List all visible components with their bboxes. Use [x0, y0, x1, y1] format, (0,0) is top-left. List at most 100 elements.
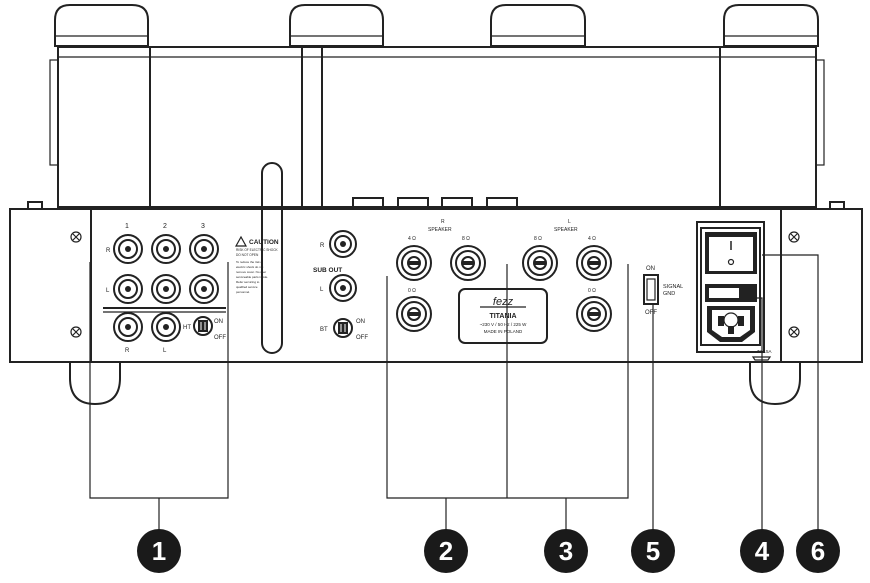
caution-body-line: electric shock do not [236, 265, 264, 269]
gnd-on-label: ON [646, 266, 655, 272]
rca-jack[interactable] [151, 312, 181, 342]
rca-jack[interactable] [189, 234, 219, 264]
rear-handle [261, 162, 283, 354]
caution-body-line: serviceable parts inside. [236, 275, 268, 279]
power-module [696, 221, 765, 353]
made-in: MADE IN POLAND [484, 329, 523, 334]
speaker-ohm-label: 0 Ω [588, 288, 596, 294]
brand-plate: fezz TITANIA ~230 V / 50 Hz / 225 W MADE… [458, 288, 548, 344]
feet [69, 362, 801, 406]
callout-3-number: 3 [559, 536, 573, 566]
speaker-terminal[interactable] [396, 245, 432, 281]
gnd-label-1: SIGNAL [663, 284, 683, 290]
left-speaker-terminals: L SPEAKER 8 Ω 4 Ω 0 Ω [522, 219, 612, 332]
caution-title: CAUTION [249, 239, 279, 246]
speaker-ohm-label: 4 Ω [408, 236, 416, 242]
panel-screws [70, 231, 800, 338]
callout-5-number: 5 [646, 536, 660, 566]
caution-label: CAUTION RISK OF ELECTRIC SHOCK DO NOT OP… [234, 235, 279, 294]
speaker-ohm-label: 8 Ω [534, 236, 542, 242]
rca-jack[interactable] [151, 274, 181, 304]
speaker-ohm-label: 8 Ω [462, 236, 470, 242]
speaker-ohm-label: 4 Ω [588, 236, 596, 242]
model-name: TITANIA [489, 313, 516, 320]
caution-line-2: DO NOT OPEN [236, 253, 259, 257]
speaker-ohm-label: 0 Ω [408, 288, 416, 294]
rca-jack[interactable] [113, 234, 143, 264]
callout-4: 4 [740, 529, 784, 573]
ht-switch[interactable] [193, 316, 213, 336]
subout-l-label: L [320, 287, 324, 293]
rca-jack[interactable] [189, 274, 219, 304]
speaker-l-word: SPEAKER [554, 227, 578, 233]
caution-line-1: RISK OF ELECTRIC SHOCK [236, 248, 278, 252]
callout-6-number: 6 [811, 536, 825, 566]
subout-label: SUB OUT [313, 267, 342, 274]
ht-on-label: ON [214, 319, 223, 325]
caution-body-line: To reduce the risk of [236, 260, 263, 264]
ht-off-label: OFF [214, 335, 226, 341]
subout-r-label: R [320, 243, 325, 249]
input-row-label: L [106, 288, 110, 294]
caution-body-line: remove cover. No user [236, 270, 266, 274]
speaker-r-title: R [441, 219, 445, 225]
gnd-label-2: GND [663, 291, 675, 297]
fuse-rating: T3.15A [757, 349, 772, 354]
callout-2-number: 2 [439, 536, 453, 566]
brand-logo: fezz [493, 296, 514, 308]
top-corner-screws [27, 201, 845, 209]
speaker-terminal[interactable] [450, 245, 486, 281]
input-bottom-label: L [163, 348, 167, 354]
bt-switch[interactable] [333, 318, 353, 338]
tube-1 [54, 4, 149, 47]
input-bottom-label: R [125, 348, 130, 354]
input-col-label: 2 [163, 223, 167, 230]
transformer-right [719, 46, 825, 208]
subout-jack-l[interactable] [329, 274, 357, 302]
caution-body-line: qualified service [236, 285, 258, 289]
rca-jack[interactable] [113, 312, 143, 342]
bt-on-label: ON [356, 319, 365, 325]
right-speaker-terminals: R SPEAKER 4 Ω 8 Ω 0 Ω [396, 219, 486, 332]
iec-power-inlet[interactable] [707, 306, 755, 342]
callout-1: 1 [137, 529, 181, 573]
signal-gnd-section: ON SIGNAL GND OFF [643, 266, 683, 316]
input-col-label: 3 [201, 223, 205, 230]
callout-leaders [89, 254, 819, 530]
tube-4 [723, 4, 819, 47]
fuse-holder[interactable] [705, 284, 757, 302]
power-spec: ~230 V / 50 Hz / 225 W [480, 322, 527, 327]
fuse-label-mark [751, 356, 772, 361]
speaker-terminal[interactable] [576, 296, 612, 332]
speaker-terminal[interactable] [396, 296, 432, 332]
rca-inputs: 1 2 3 R L R L HT ON OFF [103, 223, 226, 354]
transformer-center [149, 46, 721, 208]
input-row-label: R [106, 248, 111, 254]
rca-jack[interactable] [113, 274, 143, 304]
signal-gnd-switch[interactable] [643, 274, 659, 305]
subout-jack-r[interactable] [329, 230, 357, 258]
input-col-label: 1 [125, 223, 129, 230]
bt-off-label: OFF [356, 335, 368, 341]
caution-body-line: Refer servicing to [236, 280, 260, 284]
ht-label: HT [183, 325, 191, 331]
rca-jack[interactable] [151, 234, 181, 264]
tube-2 [289, 4, 384, 47]
callout-5: 5 [631, 529, 675, 573]
callout-6: 6 [796, 529, 840, 573]
bt-label: BT [320, 327, 328, 333]
caution-body-line: personnel. [236, 290, 250, 294]
sub-out-section: R SUB OUT L BT ON OFF [313, 230, 368, 341]
speaker-terminal[interactable] [522, 245, 558, 281]
callout-3: 3 [544, 529, 588, 573]
power-switch[interactable] [705, 232, 757, 274]
speaker-terminal[interactable] [576, 245, 612, 281]
speaker-r-word: SPEAKER [428, 227, 452, 233]
speaker-l-title: L [568, 219, 571, 225]
gnd-off-label: OFF [645, 310, 657, 316]
callout-4-number: 4 [755, 536, 770, 566]
transformer-left [49, 46, 151, 208]
callout-1-number: 1 [152, 536, 166, 566]
tube-3 [490, 4, 586, 47]
